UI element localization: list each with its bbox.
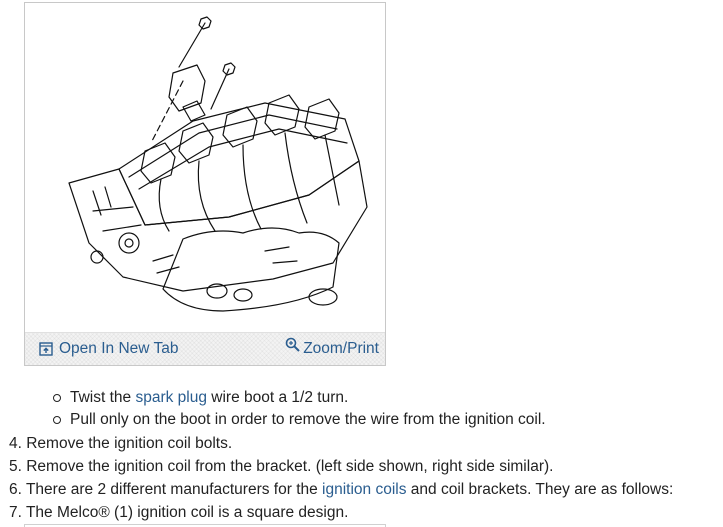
spark-plug-link[interactable]: spark plug: [135, 389, 207, 406]
step-list: 4. Remove the ignition coil bolts. 5. Re…: [0, 432, 673, 524]
open-in-new-tab-label: Open In New Tab: [59, 340, 179, 357]
figure-toolbar: Open In New Tab Zoom/Print: [25, 332, 385, 365]
zoom-print-label: Zoom/Print: [303, 340, 379, 357]
list-item: 7. The Melco® (1) ignition coil is a squ…: [0, 501, 673, 524]
step-text: 7. The Melco® (1) ignition coil is a squ…: [9, 504, 349, 521]
step-text: 4. Remove the ignition coil bolts.: [9, 435, 233, 452]
list-item: Pull only on the boot in order to remove…: [0, 409, 546, 431]
list-item: 6. There are 2 different manufacturers f…: [0, 478, 673, 501]
open-in-new-tab-link[interactable]: Open In New Tab: [39, 340, 178, 358]
figure-container: Open In New Tab Zoom/Print: [24, 2, 386, 366]
next-figure-edge: [24, 524, 386, 527]
bullet-circle-icon: [53, 416, 61, 424]
list-item: 4. Remove the ignition coil bolts.: [0, 432, 673, 455]
open-new-tab-icon: [39, 342, 53, 356]
list-item-text-pre: Twist the: [70, 389, 136, 406]
magnifier-icon: [285, 337, 300, 352]
zoom-print-link[interactable]: Zoom/Print: [285, 337, 379, 358]
list-item: 5. Remove the ignition coil from the bra…: [0, 455, 673, 478]
list-item-text-post: wire boot a 1/2 turn.: [206, 389, 349, 406]
ignition-coils-link[interactable]: ignition coils: [322, 481, 407, 498]
step-text: 5. Remove the ignition coil from the bra…: [9, 458, 554, 475]
list-item-text-pre: Pull only on the boot in order to remove…: [70, 411, 546, 428]
step-text-post: and coil brackets. They are as follows:: [406, 481, 674, 498]
engine-diagram-image: [33, 11, 377, 333]
sub-step-list: Twist the spark plug wire boot a 1/2 tur…: [0, 387, 546, 431]
bullet-circle-icon: [53, 394, 61, 402]
step-text-pre: 6. There are 2 different manufacturers f…: [9, 481, 323, 498]
list-item: Twist the spark plug wire boot a 1/2 tur…: [0, 387, 546, 409]
